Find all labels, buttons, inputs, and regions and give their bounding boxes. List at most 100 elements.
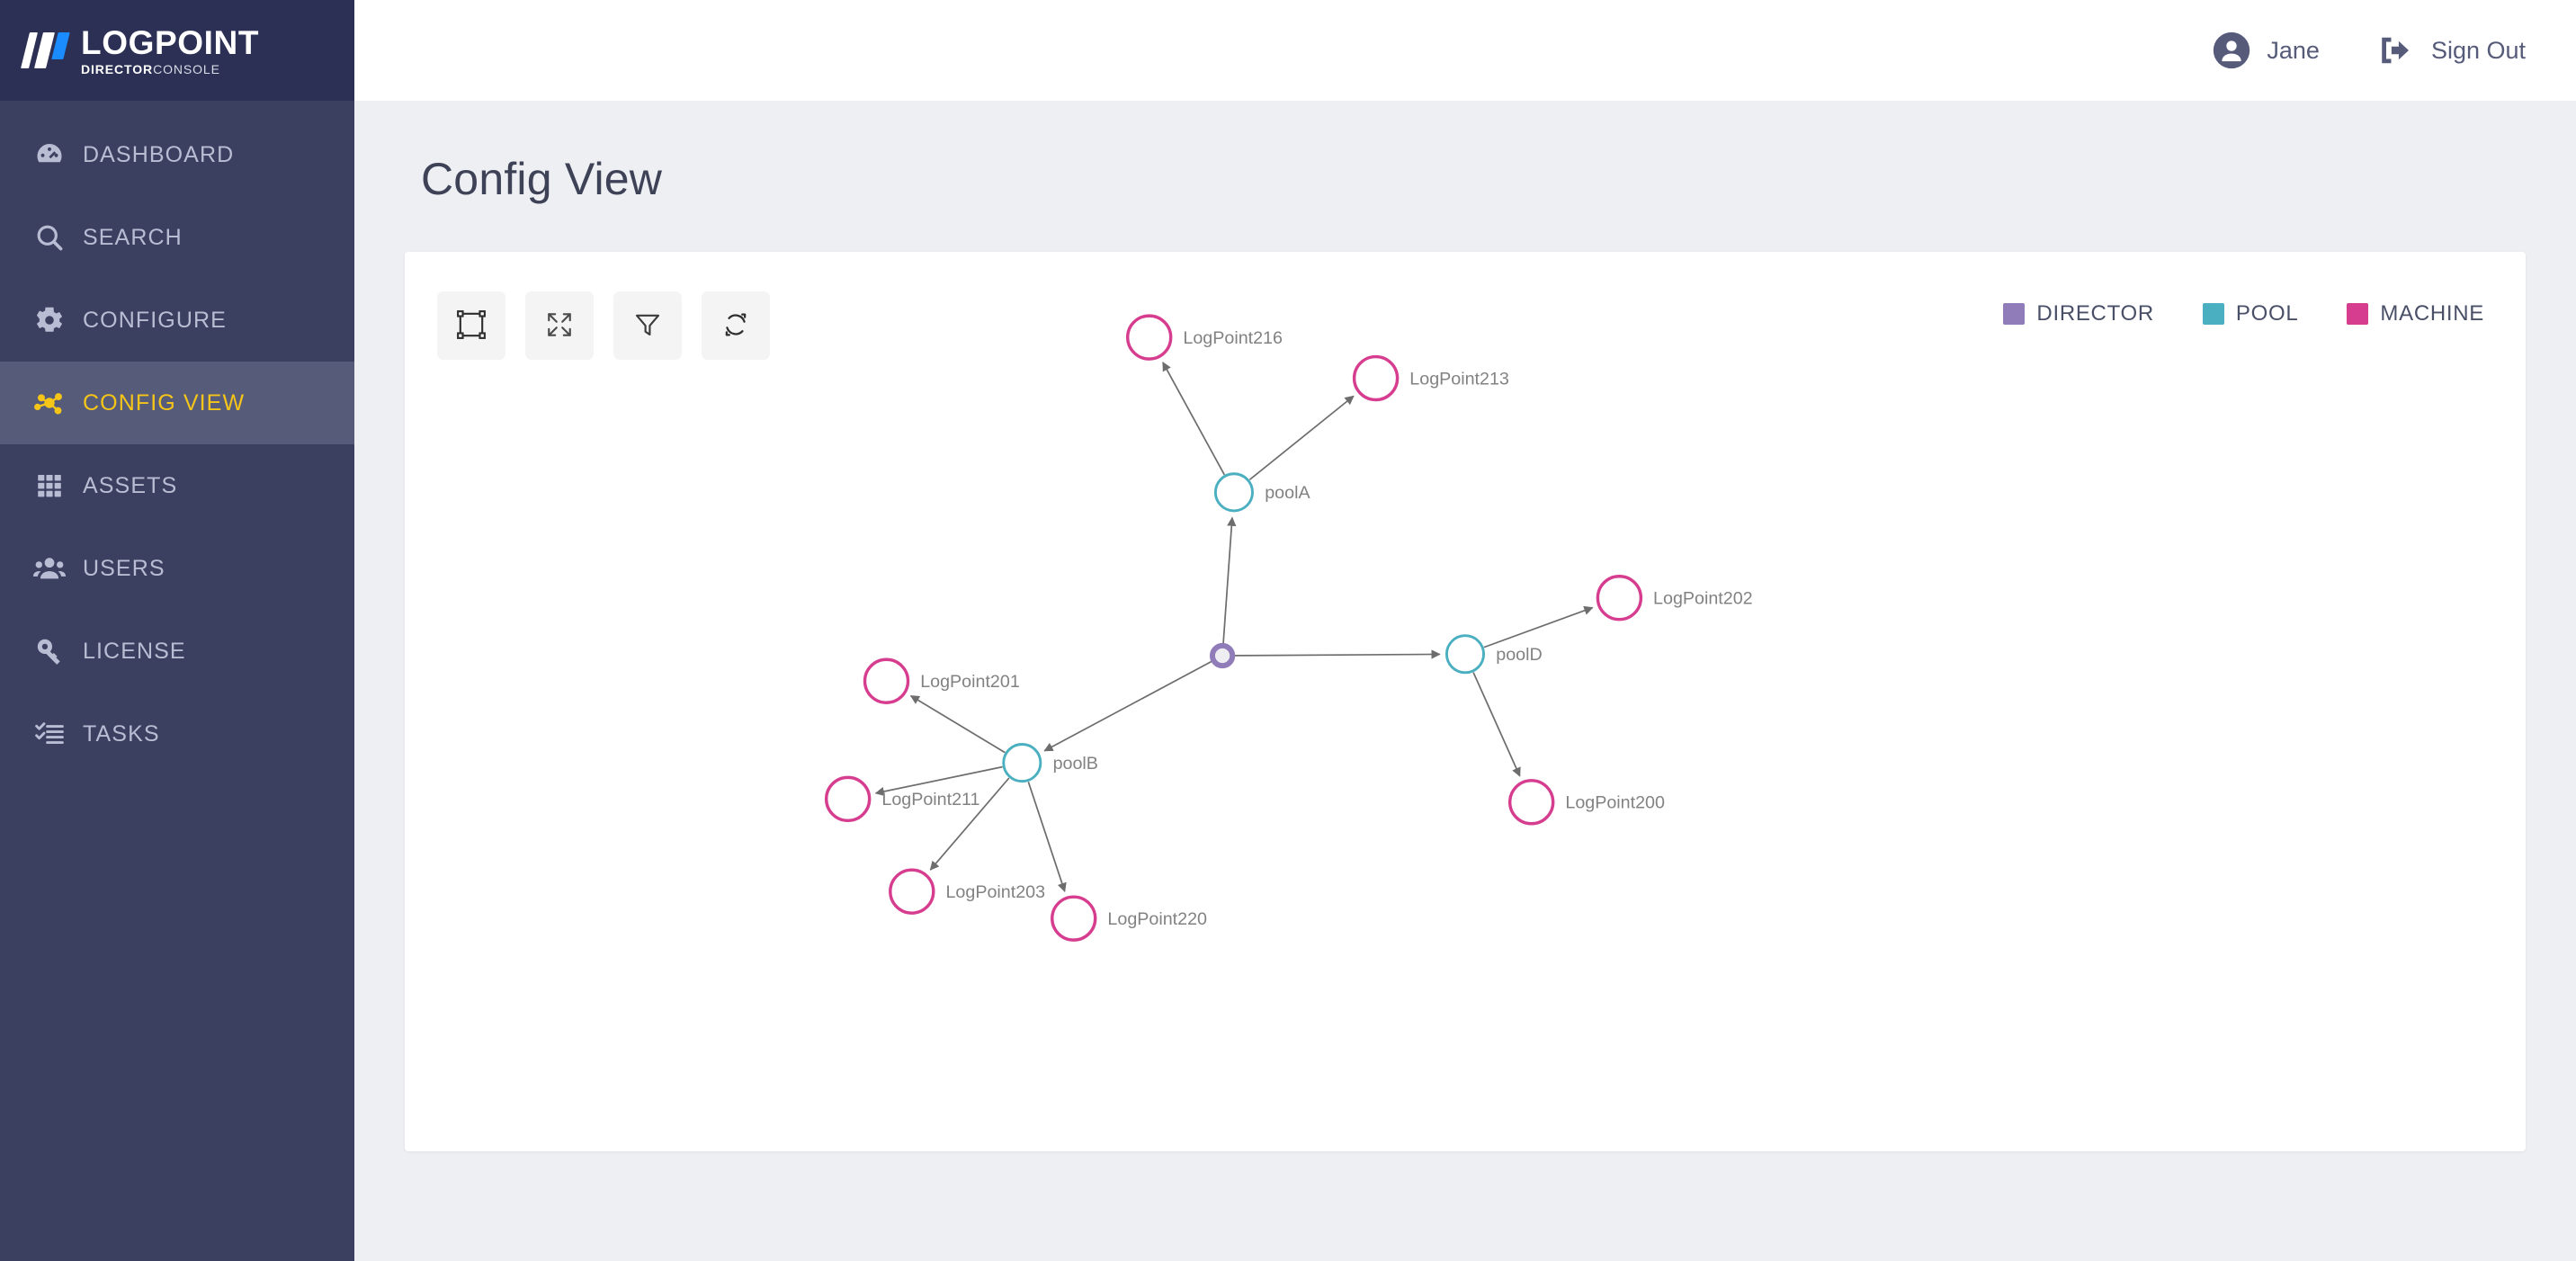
sign-out-button[interactable]: Sign Out [2375,30,2526,71]
legend-swatch [2202,303,2224,325]
node-label: LogPoint220 [1107,909,1207,929]
legend-swatch [2347,303,2369,325]
config-graph[interactable]: poolA poolB poolD LogPoint216LogPoint213Log… [405,252,2526,1023]
legend-swatch [2003,303,2026,325]
node-label: LogPoint213 [1409,369,1509,389]
node-circle[interactable] [1352,354,1400,402]
sidebar-item-license[interactable]: LICENSE [0,610,354,693]
node-circle[interactable] [1596,575,1643,622]
gauge-icon [23,139,76,171]
graph-node-director[interactable] [1209,642,1236,669]
node-circle[interactable] [1002,743,1042,783]
user-name: Jane [2267,36,2320,64]
refresh-button[interactable] [702,291,770,360]
node-circle[interactable] [1445,634,1486,675]
graph-edge [909,694,1006,754]
sidebar-item-users[interactable]: USERS [0,527,354,610]
graph-edge [1472,672,1521,777]
node-circle[interactable] [889,868,935,915]
graph-edge [1483,605,1594,648]
legend-item-pool[interactable]: POOL [2202,301,2299,326]
checklist-icon [23,718,76,750]
graph-node-poolA[interactable]: poolA [1213,472,1310,513]
sidebar-item-label: CONFIG VIEW [83,389,246,416]
graph-edge [874,765,1003,797]
filter-button[interactable] [613,291,682,360]
sign-out-icon [2375,30,2417,71]
node-label: poolD [1496,645,1542,665]
sidebar-item-config-view[interactable]: CONFIG VIEW [0,362,354,444]
graph-node-LogPoint216[interactable]: LogPoint216 [1125,314,1283,361]
graph-node-LogPoint202[interactable]: LogPoint202 [1596,575,1753,622]
graph-node-poolB[interactable]: poolB [1002,743,1098,783]
graph-node-LogPoint203[interactable]: LogPoint203 [889,868,1045,915]
legend-item-machine[interactable]: MACHINE [2347,301,2484,326]
node-circle[interactable] [1213,472,1254,513]
graph-edge [1162,362,1226,476]
sidebar-item-search[interactable]: SEARCH [0,196,354,279]
node-label: poolA [1265,483,1310,503]
select-box-button[interactable] [437,291,505,360]
gear-icon [23,304,76,336]
legend-label: DIRECTOR [2036,301,2154,326]
brand-subtitle-light: CONSOLE [153,61,220,76]
node-circle[interactable] [1209,642,1236,669]
node-circle[interactable] [1507,779,1555,826]
graph-node-LogPoint220[interactable]: LogPoint220 [1051,895,1207,942]
topbar: Jane Sign Out [354,0,2576,101]
graph-edge [929,777,1010,871]
key-icon [23,635,76,667]
sidebar-item-label: ASSETS [83,472,178,498]
sidebar-item-configure[interactable]: CONFIGURE [0,279,354,362]
brand-subtitle: DIRECTORCONSOLE [81,63,259,76]
graph-edge [1233,649,1441,659]
brand-text: LOGPOINT DIRECTORCONSOLE [81,26,259,76]
sidebar-item-assets[interactable]: ASSETS [0,444,354,527]
sidebar-item-dashboard[interactable]: DASHBOARD [0,113,354,196]
graph-edges [874,362,1594,893]
graph-node-LogPoint213[interactable]: LogPoint213 [1352,354,1509,402]
graph-edge [1248,395,1355,481]
network-icon [23,386,76,420]
expand-button[interactable] [525,291,594,360]
refresh-icon [721,310,750,342]
sidebar-item-tasks[interactable]: TASKS [0,693,354,775]
node-circle[interactable] [863,657,910,704]
user-menu[interactable]: Jane [2211,30,2320,71]
logpoint-logo-mark [21,32,70,68]
node-label: LogPoint203 [945,882,1045,902]
node-label: LogPoint201 [920,672,1020,692]
node-label: poolB [1053,754,1098,774]
grid-icon [23,470,76,501]
expand-arrows-icon [545,310,574,342]
brand-subtitle-bold: DIRECTOR [81,61,154,76]
legend-label: MACHINE [2380,301,2484,326]
graph-node-poolD[interactable]: poolD [1445,634,1543,675]
sidebar-item-label: DASHBOARD [83,141,235,167]
search-icon [23,221,76,254]
node-circle[interactable] [1051,895,1097,942]
graph-node-LogPoint201[interactable]: LogPoint201 [863,657,1020,704]
page-title: Config View [421,154,663,204]
graph-node-LogPoint200[interactable]: LogPoint200 [1507,779,1665,826]
node-circle[interactable] [1125,314,1173,361]
graph-edge [1222,516,1237,645]
graph-node-LogPoint211[interactable]: LogPoint211 [824,775,980,823]
sign-out-label: Sign Out [2430,36,2526,64]
node-label: LogPoint200 [1565,793,1665,813]
sidebar: LOGPOINT DIRECTORCONSOLE DASHBOARD SEARC… [0,0,354,1261]
filter-funnel-icon [633,310,662,342]
legend-label: POOL [2235,301,2299,326]
brand-name: LOGPOINT [81,23,260,61]
page-content: Config View [354,101,2576,1261]
graph-toolbar [437,291,790,360]
node-circle[interactable] [824,775,872,823]
brand-logo[interactable]: LOGPOINT DIRECTORCONSOLE [0,0,354,101]
node-label: LogPoint216 [1183,328,1283,348]
legend-item-director[interactable]: DIRECTOR [2003,301,2154,326]
sidebar-item-label: USERS [83,555,165,581]
sidebar-item-label: LICENSE [83,638,186,664]
user-avatar-icon [2211,30,2252,71]
sidebar-item-label: CONFIGURE [83,307,227,333]
